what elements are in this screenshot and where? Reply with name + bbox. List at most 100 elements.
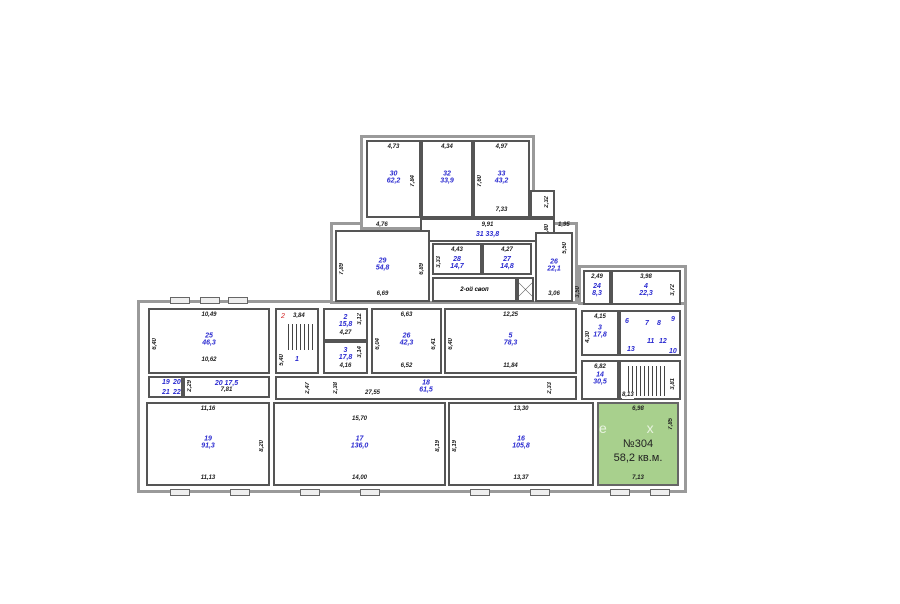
dimension-label: 4,76 <box>376 222 388 228</box>
room-20[interactable]: 7,81 2,29 20 17,5 <box>183 376 270 398</box>
dimension-label: 6,82 <box>594 364 606 370</box>
room-2[interactable]: 4,27 3,12 2 15,8 <box>323 308 368 341</box>
room-304-highlighted[interactable]: 6,98 7,13 7,85 e x №304 58,2 кв.м. <box>597 402 679 486</box>
room-label: 26 22,1 <box>547 258 561 273</box>
dimension-label: 4,34 <box>441 144 453 150</box>
room-label: 10 <box>669 347 677 355</box>
room-19[interactable]: 11,16 11,13 8,20 19 91,3 <box>146 402 270 486</box>
stairs-icon <box>285 324 313 350</box>
dimension-label: 11,84 <box>503 363 518 369</box>
room-5[interactable]: 12,25 11,84 6,40 5 78,3 <box>444 308 577 374</box>
room-27[interactable]: 4,27 27 14,8 <box>482 243 532 275</box>
room-area: 58,2 кв.м. <box>613 452 663 464</box>
room-label: 12 <box>659 337 667 345</box>
watermark: e x <box>599 420 672 436</box>
dimension-label: 8,13 <box>622 392 634 399</box>
room-3[interactable]: 4,16 3,14 3 17,8 <box>323 341 368 374</box>
room-label: 3 17,8 <box>593 324 607 339</box>
room-label: 21 <box>162 388 170 396</box>
dimension-label: 6,63 <box>400 312 413 318</box>
room-28[interactable]: 4,43 3,33 28 14,7 <box>432 243 482 275</box>
dimension-label: 7,13 <box>632 475 644 481</box>
room-label: 28 14,7 <box>450 256 464 270</box>
room-label: 32 33,9 <box>440 170 454 185</box>
dimension-label: 4,16 <box>339 363 352 369</box>
room-25[interactable]: 10,49 10,62 6,40 25 46,3 <box>148 308 270 374</box>
dimension-label: 4,27 <box>501 247 513 253</box>
stair-marker: 2 <box>281 313 285 320</box>
stairs-icon <box>625 366 665 396</box>
room-label: 22 <box>173 388 181 396</box>
window <box>170 489 190 496</box>
corridor-31[interactable]: 9,91 2,80 31 33,8 <box>420 218 555 242</box>
toilet-block-right[interactable]: 6 7 8 9 10 11 12 13 <box>619 310 681 356</box>
room-label: 25 46,3 <box>202 332 216 347</box>
room-label: 3 17,8 <box>338 347 353 361</box>
room-label: 8 <box>657 319 661 327</box>
window <box>230 489 250 496</box>
dimension-label: 4,15 <box>594 314 606 320</box>
room-33[interactable]: 4,97 7,60 7,33 33 43,2 <box>473 140 530 218</box>
dimension-label: 3,98 <box>640 274 652 280</box>
room-label: 5 78,3 <box>503 332 518 347</box>
dimension-label: 3,84 <box>293 313 305 319</box>
room-label: 20 17,5 <box>214 380 239 387</box>
dimension-label: 4,43 <box>451 247 463 253</box>
dimension-label: 12,25 <box>502 312 518 318</box>
window <box>170 297 190 304</box>
room-label: 16 105,8 <box>512 435 530 450</box>
room-29[interactable]: 7,89 6,69 6,89 29 54,8 <box>335 230 430 302</box>
room-24[interactable]: 2,49 24 8,3 <box>583 270 611 305</box>
dimension-label: 9,91 <box>481 222 494 228</box>
room-label: 33 43,2 <box>494 170 509 185</box>
toilet-block-left[interactable]: 19 20 21 22 <box>148 376 183 398</box>
dimension-label: 14,00 <box>351 475 367 481</box>
dimension-label: 1,95 <box>558 222 570 228</box>
room-label: 7 <box>645 319 649 327</box>
room-label: 1 <box>295 355 299 363</box>
room-label: 18 61,5 <box>419 379 433 394</box>
dimension-label: 10,62 <box>201 357 217 363</box>
dimension-label: 7,81 <box>220 387 233 393</box>
window <box>530 489 550 496</box>
dimension-label: 11,16 <box>200 406 216 412</box>
dimension-label: 6,69 <box>376 291 389 297</box>
dimension-label: 3,50 <box>575 286 581 298</box>
room-label: 19 91,3 <box>201 435 215 450</box>
room-label: 4 22,3 <box>639 283 653 297</box>
dimension-label: 2,32 <box>544 196 550 208</box>
room-14[interactable]: 6,82 14 30,5 <box>581 360 619 400</box>
room-16[interactable]: 13,30 13,37 8,19 16 105,8 <box>448 402 594 486</box>
window <box>650 489 670 496</box>
room-4[interactable]: 3,98 3,72 4 22,3 <box>611 270 681 305</box>
swap-room-label: 2-ой своп <box>460 286 489 293</box>
room-label: 31 33,8 <box>475 231 500 238</box>
elevator-shaft <box>517 277 534 302</box>
room-17[interactable]: 15,70 14,00 8,19 17 136,0 <box>273 402 446 486</box>
dimension-label: 3,81 <box>670 378 676 390</box>
room-label: 14 30,5 <box>593 371 607 386</box>
room-30[interactable]: 4,73 7,84 30 62,2 <box>366 140 421 218</box>
window <box>228 297 248 304</box>
room-number: №304 <box>622 438 654 450</box>
dimension-label: 4,27 <box>339 330 352 336</box>
dimension-label: 27,55 <box>365 390 381 396</box>
stairwell-1[interactable]: 2 3,84 5,40 1 <box>275 308 319 374</box>
dimension-label: 5,50 <box>562 242 568 254</box>
room-26-upper[interactable]: 3,06 5,50 26 22,1 <box>535 232 573 302</box>
room-32[interactable]: 4,34 32 33,9 <box>421 140 473 218</box>
dimension-label: 4,73 <box>387 144 400 150</box>
room-label: 9 <box>671 315 675 323</box>
corridor-18[interactable]: 2,47 2,38 27,55 2,33 18 61,5 <box>275 376 577 400</box>
room-26[interactable]: 6,63 6,52 6,04 6,41 26 42,3 <box>371 308 442 374</box>
dimension-label: 10,49 <box>201 312 217 318</box>
room-label: 19 <box>162 378 170 386</box>
swap-room: 2-ой своп <box>432 277 517 302</box>
room-label: 30 62,2 <box>386 170 401 185</box>
room-label: 13 <box>627 345 635 353</box>
window <box>300 489 320 496</box>
dimension-label: 4,97 <box>495 144 508 150</box>
window <box>610 489 630 496</box>
room-3-right[interactable]: 4,15 4,30 3 17,8 <box>581 310 619 356</box>
room-label: 20 <box>173 378 181 386</box>
